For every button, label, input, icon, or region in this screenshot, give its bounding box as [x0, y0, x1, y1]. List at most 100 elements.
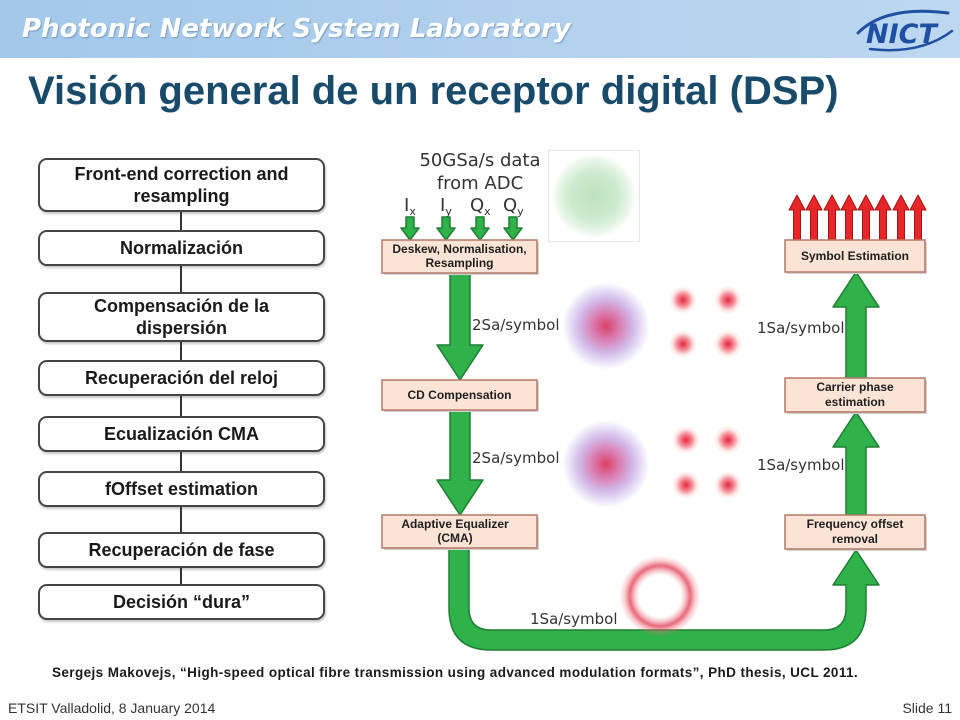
output-symbol-arrow [805, 194, 823, 241]
flow-connector [180, 452, 182, 471]
input-label-iy: Iy [440, 195, 452, 218]
step-normalization: Normalización [38, 230, 325, 266]
step-clock-recovery: Recuperación del reloj [38, 360, 325, 396]
output-symbol-arrow [874, 194, 892, 241]
block-box [381, 514, 538, 549]
block-label: removal [832, 532, 878, 546]
block-carrier-phase-estimation: Carrier phase estimation [784, 377, 927, 414]
step-cma-equalization: Ecualización CMA [38, 416, 325, 452]
rate-label-after-equalizer: 1Sa/symbol [530, 610, 617, 628]
logo-orbit-lower [868, 29, 954, 52]
footer-venue-date: ETSIT Valladolid, 8 January 2014 [8, 700, 216, 716]
step-dispersion-compensation: Compensación de la dispersión [38, 292, 325, 342]
output-symbol-arrow [840, 194, 858, 241]
input-label-base: I [440, 195, 445, 216]
flow-arrow-down [436, 272, 484, 381]
step-label-line: Compensación de la [93, 296, 270, 316]
adc-caption: 50GSa/s data from ADC [419, 150, 540, 194]
citation: Sergejs Makovejs, “High-speed optical fi… [52, 665, 859, 680]
input-label-base: Q [470, 195, 484, 216]
block-label: Adaptive Equalizer [401, 517, 509, 531]
block-cd-compensation: CD Compensation [381, 379, 539, 412]
flow-connector [180, 342, 182, 360]
step-label-line: Normalización [119, 238, 244, 258]
constellation-point [714, 426, 742, 454]
step-label-line: Front-end correction and [74, 164, 289, 184]
adc-caption-line: 50GSa/s data [419, 150, 540, 171]
flow-arrow-u-turn [448, 547, 880, 651]
output-symbol-arrow [857, 194, 875, 241]
header-band: Photonic Network System Laboratory NICT [0, 0, 960, 58]
block-box [784, 514, 926, 550]
output-symbol-arrow [909, 194, 927, 241]
step-frontend-correction: Front-end correction and resampling [38, 158, 325, 212]
input-arrow [470, 216, 490, 241]
flow-connector [180, 212, 182, 230]
block-symbol-estimation: Symbol Estimation [784, 239, 927, 274]
slide-title: Visión general de un receptor digital (D… [28, 69, 839, 113]
constellation-point [669, 286, 697, 314]
output-symbol-arrow [823, 194, 841, 241]
flow-connector [180, 568, 182, 584]
constellation-after-equalizer [618, 554, 702, 638]
output-symbol-arrow [892, 194, 910, 241]
constellation-point [672, 471, 700, 499]
output-symbol-arrows [788, 194, 927, 241]
constellation-after-cd [561, 419, 651, 509]
input-label-subscript: x [484, 205, 491, 218]
step-label-line: Recuperación del reloj [84, 368, 279, 388]
input-label-subscript: y [445, 205, 452, 218]
flow-arrow-up [832, 411, 880, 516]
block-label: Carrier phase [816, 380, 894, 394]
block-label: Frequency offset [807, 517, 904, 531]
block-box [381, 239, 538, 274]
block-label: Resampling [425, 256, 493, 270]
input-label-qx: Qx [470, 195, 491, 218]
block-frequency-offset-removal: Frequency offset removal [784, 514, 927, 551]
step-label-line: Ecualización CMA [103, 424, 260, 444]
constellation-point [669, 330, 697, 358]
constellation-point [714, 286, 742, 314]
lab-name: Photonic Network System Laboratory [22, 14, 571, 44]
input-arrow [503, 216, 523, 241]
block-label: CD Compensation [407, 388, 511, 402]
constellation-after-deskew [561, 281, 651, 371]
step-label-line: dispersión [135, 318, 228, 338]
constellation-point [714, 471, 742, 499]
block-label: (CMA) [437, 531, 472, 545]
constellation-point [714, 330, 742, 358]
input-label-base: Q [503, 195, 517, 216]
step-label-line: resampling [133, 186, 230, 206]
nict-logo: NICT [856, 9, 954, 52]
adc-caption-line: from ADC [437, 173, 523, 194]
block-label: Symbol Estimation [801, 249, 909, 263]
step-label-line: fOffset estimation [104, 479, 259, 499]
output-symbol-arrow [788, 194, 806, 241]
block-deskew-normalisation-resampling: Deskew, Normalisation, Resampling [381, 239, 539, 275]
step-label-line: Decisión “dura” [112, 592, 251, 612]
step-phase-recovery: Recuperación de fase [38, 532, 325, 568]
block-box [784, 377, 926, 413]
step-hard-decision: Decisión “dura” [38, 584, 325, 620]
step-frequency-offset-estimation: fOffset estimation [38, 471, 325, 507]
block-box [381, 379, 538, 411]
logo-orbit-upper [856, 9, 950, 35]
footer-slide-number: Slide 11 [902, 700, 952, 716]
block-label: estimation [825, 395, 885, 409]
rate-label-after-frequency: 1Sa/symbol [757, 456, 844, 474]
block-label: Deskew, Normalisation, [392, 242, 526, 256]
input-label-ix: Ix [404, 195, 416, 218]
input-arrow [400, 216, 420, 241]
input-label-base: I [404, 195, 409, 216]
flow-connector [180, 396, 182, 416]
input-arrow [436, 216, 456, 241]
input-label-subscript: x [409, 205, 416, 218]
constellation-adc-output [548, 150, 640, 242]
input-label-subscript: y [517, 205, 524, 218]
rate-label-after-cd: 2Sa/symbol [472, 449, 559, 467]
block-adaptive-equalizer: Adaptive Equalizer (CMA) [381, 514, 539, 550]
flow-connector [180, 266, 182, 292]
flow-arrow-down [436, 409, 484, 516]
flow-arrow-up [832, 271, 880, 379]
